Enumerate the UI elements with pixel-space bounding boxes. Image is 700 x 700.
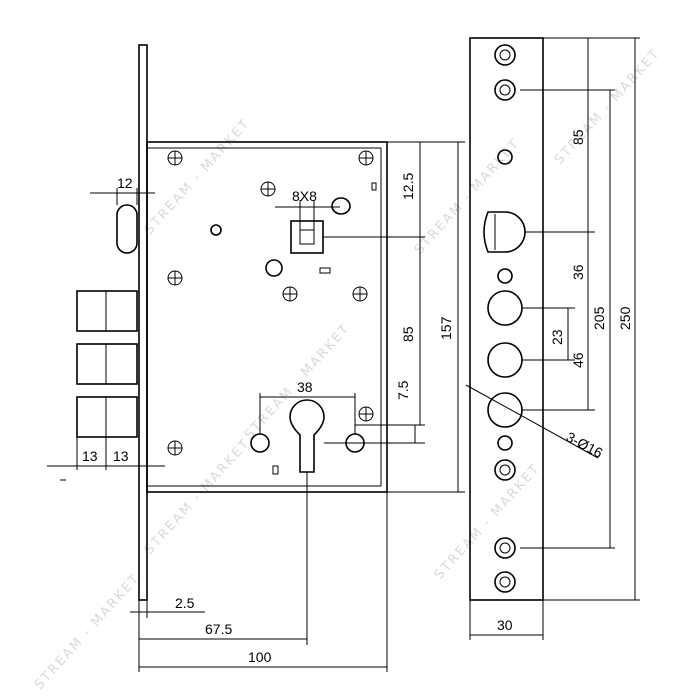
bolt-opening [487, 392, 523, 428]
dimension-label: 38 [297, 379, 313, 395]
bolt [76, 396, 138, 438]
lock-side-view [76, 44, 388, 601]
dimension-label: 100 [248, 649, 272, 665]
lock-body [146, 141, 388, 493]
latch-opening [483, 211, 526, 253]
dimension-label: 13 [113, 448, 129, 464]
dimension-label: 3-Ø16 [564, 429, 606, 461]
faceplate-dimension-lines: 85 36 23 46 205 250 3-Ø16 30 [465, 37, 640, 640]
dimension-label: 7.5 [395, 380, 411, 400]
small-hole [497, 268, 513, 284]
dimension-label: 13 [82, 448, 98, 464]
cylinder-cutout [289, 399, 325, 473]
dimension-lines: 12 8X8 38 13 13 2.5 67.5 100 [47, 141, 465, 672]
small-slot [319, 267, 331, 274]
watermark-text: STREAM - MARKET [142, 436, 254, 558]
small-slot [272, 465, 279, 475]
bolt-group [76, 290, 138, 438]
faceplate-front-view [469, 37, 544, 601]
rivet-hole [331, 197, 351, 215]
bolt [76, 290, 138, 332]
watermark-text: STREAM - MARKET [552, 46, 664, 168]
spindle-hub [290, 220, 324, 254]
dimension-label: 157 [438, 316, 454, 340]
dimension-label: 36 [570, 264, 586, 280]
watermark-text: STREAM - MARKET [32, 571, 144, 693]
watermark: STREAM - MARKET STREAM - MARKET STREAM -… [32, 46, 664, 693]
small-hole [497, 149, 513, 165]
small-hole [497, 435, 513, 451]
latch-slot [116, 204, 138, 254]
dimension-label: 250 [617, 306, 633, 330]
spindle-square [299, 229, 315, 245]
dimension-label: 30 [497, 617, 513, 633]
faceplate [469, 37, 544, 601]
dimension-label: 67.5 [205, 621, 232, 637]
watermark-text: STREAM - MARKET [432, 461, 544, 583]
dimension-label: 46 [570, 352, 586, 368]
bolt [76, 343, 138, 385]
cylinder-screw-hole [250, 433, 270, 453]
watermark-text: STREAM - MARKET [412, 136, 524, 258]
dimension-label: 8X8 [292, 188, 317, 204]
dimension-label: 85 [570, 129, 586, 145]
screw-holes [167, 150, 374, 456]
dimension-label: 23 [549, 329, 565, 345]
dimension-label: 12.5 [400, 173, 416, 200]
bolt-opening [487, 342, 523, 378]
dimension-label: 85 [400, 326, 416, 342]
rivet-hole [210, 224, 222, 236]
dimension-label: 12 [117, 175, 133, 191]
watermark-text: STREAM - MARKET [142, 116, 254, 238]
rivet-hole [265, 259, 283, 277]
dimension-label: 205 [591, 306, 607, 330]
bolt-opening [487, 290, 523, 326]
dimension-label: 2.5 [175, 595, 195, 611]
faceplate-edge [138, 44, 148, 601]
star-screws [494, 44, 516, 593]
small-slot [371, 182, 377, 191]
